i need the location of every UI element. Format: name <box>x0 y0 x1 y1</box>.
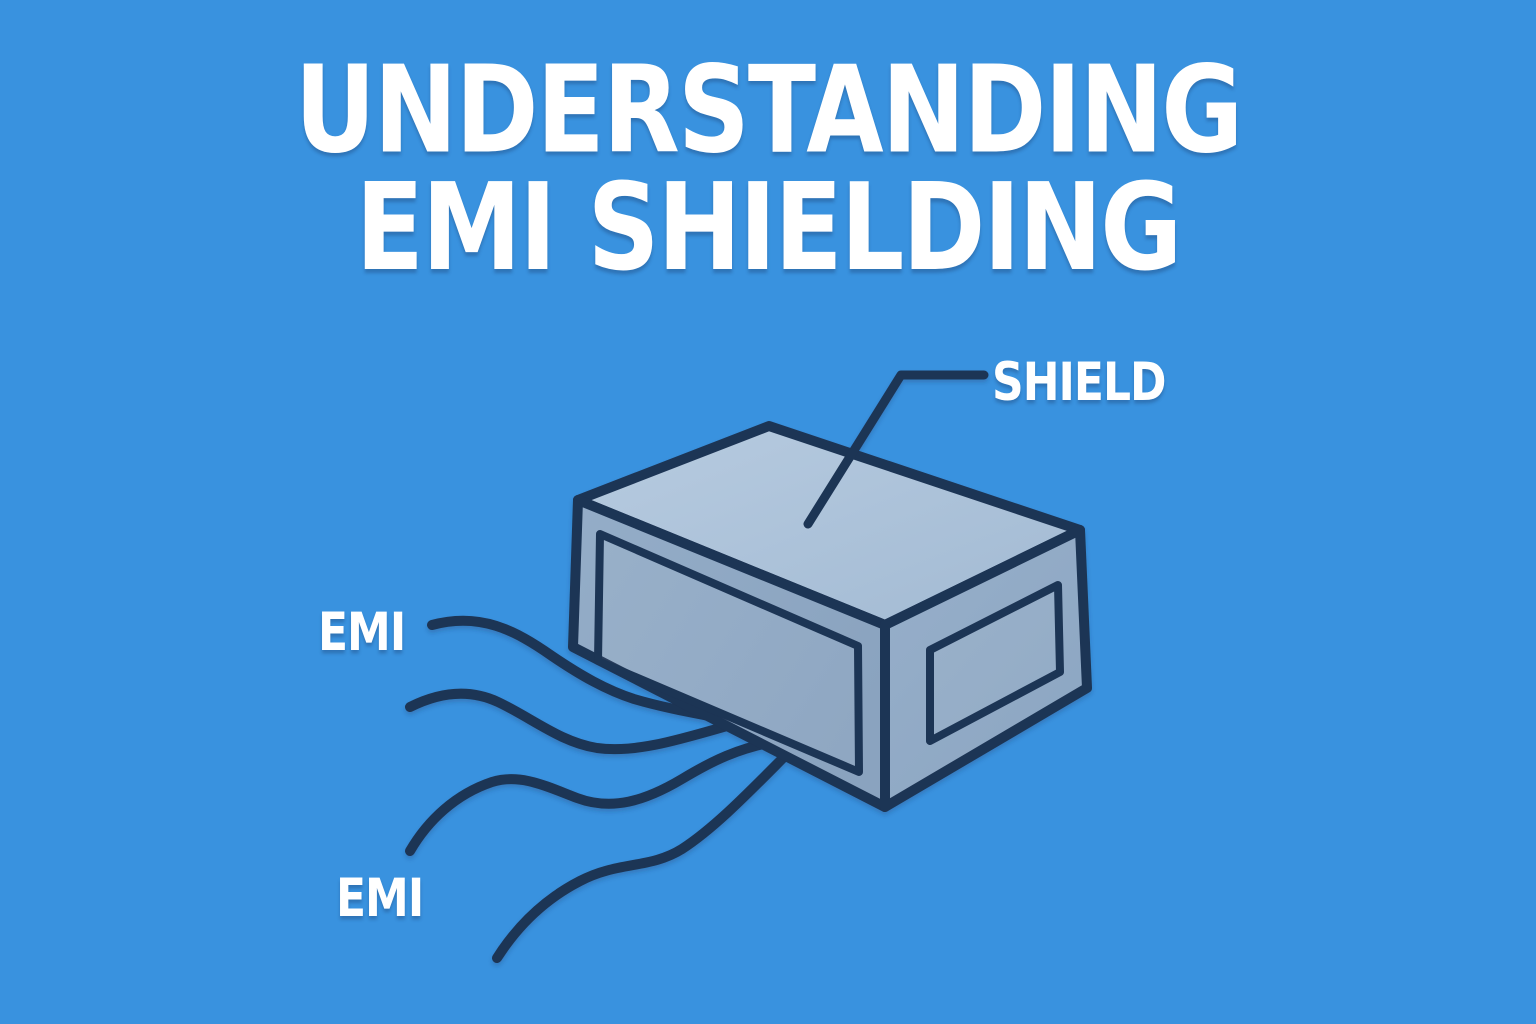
emi-wave-line-1 <box>427 615 750 728</box>
right-panel-outline <box>926 581 1064 745</box>
front-panel-outline <box>594 530 863 776</box>
emi-wave-line-3 <box>405 736 783 856</box>
page-title-line-1: UNDERSTANDING <box>294 40 1244 181</box>
shield-label: SHIELD <box>992 352 1167 414</box>
page-title-line-2: EMI SHIELDING <box>355 157 1183 298</box>
emi-wave-line-4 <box>492 746 795 963</box>
page-title: UNDERSTANDING EMI SHIELDING <box>0 40 1536 298</box>
emi-label-bottom: EMI <box>336 868 424 930</box>
emi-wave-line-2 <box>405 688 753 755</box>
emi-label-top: EMI <box>318 602 406 664</box>
shield-leader-line <box>803 370 989 529</box>
